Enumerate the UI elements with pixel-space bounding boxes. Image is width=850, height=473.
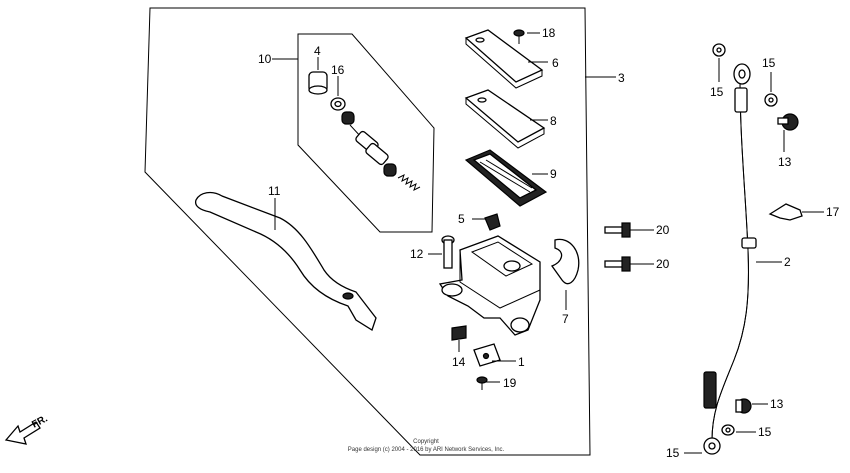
switch-screw [476, 376, 488, 390]
callout-11: 11 [268, 184, 281, 198]
callout-7: 7 [562, 312, 569, 326]
reservoir-plate [464, 89, 546, 149]
oil-bolt-bottom [735, 398, 752, 414]
callout-10: 10 [258, 52, 272, 66]
callout-15-top-right: 15 [762, 56, 776, 70]
sealing-washer-top-left [712, 43, 726, 57]
callout-3: 3 [618, 71, 625, 85]
hose-clamp [768, 203, 803, 221]
cylinder-holder [550, 238, 580, 285]
copyright-notice: Page design (c) 2004 - 2016 by ARI Netwo… [348, 447, 505, 453]
callout-6: 6 [552, 56, 559, 70]
sealing-washer-bottom-right [721, 424, 735, 436]
diaphragm [464, 149, 548, 207]
cap-screw [513, 29, 525, 44]
callout-14: 14 [452, 355, 466, 369]
reservoir-cap [464, 29, 544, 89]
callout-13-top: 13 [778, 155, 792, 169]
brake-hose [703, 63, 757, 455]
copyright-title: Copyright [413, 439, 439, 445]
callout-15-top-left: 15 [710, 85, 724, 99]
piston-circlip [330, 97, 346, 111]
callout-5: 5 [458, 212, 465, 226]
brake-switch [473, 343, 501, 367]
callout-17: 17 [826, 205, 840, 219]
leader-lines [272, 32, 824, 454]
piston-boot [308, 71, 328, 95]
piston-kit-outline [297, 33, 435, 233]
piston-rod [341, 111, 421, 191]
callout-16: 16 [331, 63, 345, 77]
clip [484, 213, 501, 231]
callout-18: 18 [542, 26, 556, 40]
callout-12: 12 [410, 247, 424, 261]
callout-9: 9 [550, 167, 557, 181]
callout-20-upper: 20 [656, 223, 670, 237]
brake-lever [194, 191, 377, 331]
callout-19: 19 [503, 376, 517, 390]
callout-13-bottom: 13 [770, 397, 784, 411]
pivot-bolt [441, 235, 455, 269]
master-cylinder-body [438, 235, 541, 336]
callout-2: 2 [784, 255, 791, 269]
callout-4: 4 [314, 44, 321, 58]
callout-1: 1 [518, 355, 525, 369]
callout-8: 8 [550, 114, 557, 128]
oil-bolt-top [777, 113, 799, 131]
front-label: FR. [30, 413, 50, 430]
holder-bolt-lower [604, 256, 631, 272]
sealing-washer-top-right [764, 93, 778, 107]
callout-20-lower: 20 [656, 257, 670, 271]
pivot-nut [451, 325, 467, 341]
callout-15-bottom-right: 15 [758, 425, 772, 439]
callout-15-bottom-left: 15 [666, 446, 680, 460]
holder-bolt-upper [604, 222, 631, 238]
front-direction-arrow: FR. [4, 413, 50, 445]
assembly-outline [144, 7, 591, 456]
